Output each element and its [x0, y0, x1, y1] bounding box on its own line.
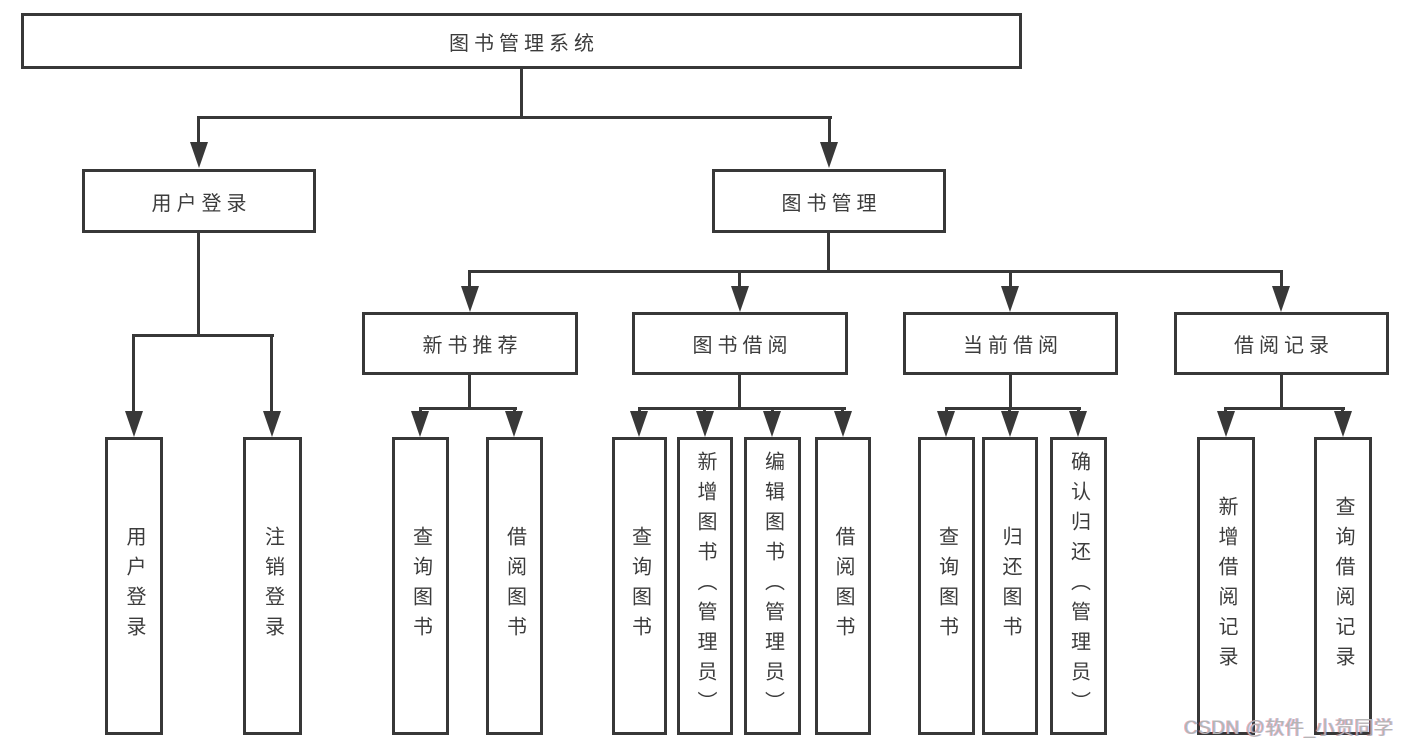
connector-stem-user-login-down	[197, 233, 200, 336]
leaf-query-books-current: 查询图书	[918, 437, 975, 735]
leaf-query-books-current-label: 查询图书	[935, 526, 958, 646]
arrow-down-icon	[411, 411, 429, 437]
arrow-down-icon	[1001, 411, 1019, 437]
connector-stem-group1	[468, 375, 471, 409]
node-book-management: 图书管理	[712, 169, 946, 233]
connector-stem-user-login	[197, 116, 200, 144]
node-new-book-recommend: 新书推荐	[362, 312, 578, 375]
leaf-query-borrow-record-label: 查询借阅记录	[1332, 496, 1354, 676]
arrow-down-icon	[263, 411, 281, 437]
arrow-down-icon	[1217, 411, 1235, 437]
leaf-edit-book-admin-label: 编辑图书（管理员）	[761, 451, 784, 721]
leaf-borrow-books: 借阅图书	[815, 437, 871, 735]
node-user-login: 用户登录	[82, 169, 316, 233]
connector-stem-level3	[1009, 270, 1012, 289]
node-current-borrowing-label: 当前借阅	[963, 335, 1063, 357]
connector-stem-leaf	[771, 407, 774, 414]
connector-stem-leaf	[419, 407, 422, 414]
leaf-query-borrow-record: 查询借阅记录	[1314, 437, 1372, 735]
leaf-return-books: 归还图书	[982, 437, 1038, 735]
connector-branch-group2	[638, 407, 846, 410]
leaf-add-book-admin: 新增图书（管理员）	[677, 437, 733, 735]
connector-branch-level2	[197, 116, 832, 119]
connector-branch-level3	[468, 270, 1283, 273]
leaf-logout-label: 注销登录	[261, 526, 284, 646]
leaf-edit-book-admin: 编辑图书（管理员）	[744, 437, 801, 735]
connector-stem-leaf	[513, 407, 516, 414]
leaf-query-books-recommend: 查询图书	[392, 437, 449, 735]
connector-stem-group2	[738, 375, 741, 409]
connector-stem-leaf	[270, 334, 273, 412]
leaf-query-books-borrowing-label: 查询图书	[628, 526, 651, 646]
leaf-borrow-books-label: 借阅图书	[832, 526, 854, 646]
connector-branch-group1	[419, 407, 517, 410]
leaf-add-book-admin-label: 新增图书（管理员）	[694, 451, 716, 721]
connector-stem-leaf	[1341, 407, 1344, 414]
connector-stem-leaf	[1077, 407, 1080, 414]
node-book-borrowing-label: 图书借阅	[692, 335, 793, 357]
connector-stem-group3	[1009, 375, 1012, 409]
arrow-down-icon	[461, 286, 479, 312]
connector-stem-level3	[738, 270, 741, 289]
arrow-down-icon	[731, 286, 749, 312]
leaf-borrow-books-recommend-label: 借阅图书	[503, 526, 526, 646]
connector-stem-leaf	[703, 407, 706, 414]
connector-branch-group4	[1224, 407, 1345, 410]
watermark: CSDN @软件_小贺同学	[1184, 718, 1394, 739]
leaf-query-books-borrowing: 查询图书	[612, 437, 667, 735]
arrow-down-icon	[834, 411, 852, 437]
arrow-down-icon	[1069, 411, 1087, 437]
node-borrow-records-label: 借阅记录	[1234, 335, 1334, 357]
node-root: 图书管理系统	[21, 13, 1022, 69]
connector-stem-group4	[1280, 375, 1283, 409]
leaf-return-books-label: 归还图书	[999, 526, 1021, 646]
arrow-down-icon	[630, 411, 648, 437]
leaf-confirm-return-admin: 确认归还（管理员）	[1050, 437, 1107, 735]
connector-stem-leaf	[841, 407, 844, 414]
arrow-down-icon	[1272, 286, 1290, 312]
node-root-label: 图书管理系统	[449, 32, 599, 55]
arrow-down-icon	[820, 142, 838, 168]
connector-stem-level3	[468, 270, 471, 289]
connector-stem-leaf	[1008, 407, 1011, 414]
connector-branch-group3	[945, 407, 1081, 410]
connector-branch-user-login	[132, 334, 274, 337]
connector-stem-book-management-down	[827, 233, 830, 272]
connector-stem-leaf	[945, 407, 948, 414]
arrow-down-icon	[190, 142, 208, 168]
connector-trunk-root	[520, 69, 523, 118]
node-new-book-recommend-label: 新书推荐	[422, 335, 523, 357]
connector-stem-leaf	[1224, 407, 1227, 414]
arrow-down-icon	[937, 411, 955, 437]
leaf-add-borrow-record-label: 新增借阅记录	[1215, 496, 1237, 676]
node-book-management-label: 图书管理	[781, 192, 882, 215]
leaf-confirm-return-admin-label: 确认归还（管理员）	[1067, 451, 1090, 721]
arrow-down-icon	[763, 411, 781, 437]
arrow-down-icon	[696, 411, 714, 437]
connector-stem-leaf	[132, 334, 135, 412]
arrow-down-icon	[1334, 411, 1352, 437]
arrow-down-icon	[1001, 286, 1019, 312]
leaf-query-books-recommend-label: 查询图书	[409, 526, 432, 646]
leaf-borrow-books-recommend: 借阅图书	[486, 437, 543, 735]
connector-stem-book-management	[828, 116, 831, 144]
leaf-user-login: 用户登录	[105, 437, 163, 735]
leaf-add-borrow-record: 新增借阅记录	[1197, 437, 1255, 735]
node-borrow-records: 借阅记录	[1174, 312, 1389, 375]
connector-stem-level3	[1280, 270, 1283, 289]
node-user-login-label: 用户登录	[151, 192, 252, 215]
node-book-borrowing: 图书借阅	[632, 312, 848, 375]
node-current-borrowing: 当前借阅	[903, 312, 1118, 375]
leaf-logout: 注销登录	[243, 437, 302, 735]
leaf-user-login-label: 用户登录	[123, 526, 145, 646]
arrow-down-icon	[505, 411, 523, 437]
arrow-down-icon	[125, 411, 143, 437]
connector-stem-leaf	[638, 407, 641, 414]
